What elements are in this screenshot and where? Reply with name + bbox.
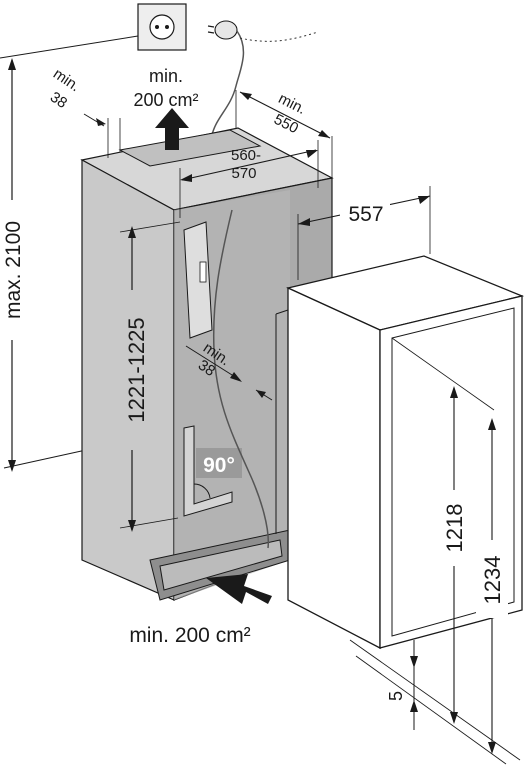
power-cable-inner xyxy=(212,209,270,549)
door-bracket xyxy=(183,221,213,339)
wall-socket-icon xyxy=(137,3,187,51)
angle-label: 90° xyxy=(203,454,235,477)
overall-height-label: 1234 xyxy=(480,556,505,605)
niche-width-label-top: 560- xyxy=(231,147,261,164)
decorative-dotted-line xyxy=(239,31,319,42)
top-gap-value-label: 38 xyxy=(47,89,70,112)
vent-bottom-label: min. 200 cm² xyxy=(129,624,250,647)
appliance-side xyxy=(287,286,381,650)
depth-label: 557 xyxy=(348,203,383,226)
door-height-dimension: 1218 xyxy=(391,337,495,724)
max-height-label: max. 2100 xyxy=(2,221,25,319)
depth-dimension: 557 xyxy=(297,186,431,280)
angle-badge xyxy=(196,448,242,478)
door-height-label: 1218 xyxy=(442,504,467,553)
top-vent-opening xyxy=(118,129,262,167)
top-gap-dimension: min. 38 xyxy=(47,65,121,158)
niche-height-label: 1221-1225 xyxy=(124,317,149,422)
plug-icon xyxy=(207,20,238,40)
inner-gap-value-label: 38 xyxy=(195,357,218,380)
power-cable-upper xyxy=(210,30,245,141)
niche-width-label-bottom: 570 xyxy=(231,165,256,182)
max-height-dimension: max. 2100 xyxy=(2,58,25,472)
overall-height-dimension: 1234 xyxy=(476,418,508,754)
bottom-gap-label: 5 xyxy=(386,691,406,701)
vent-top-min-label: min. xyxy=(149,66,183,86)
wall-reference-line-top xyxy=(0,35,139,59)
appliance-door-inner xyxy=(391,307,515,637)
niche-width-dimension: 560- 570 xyxy=(179,140,319,218)
airflow-in-arrow-icon xyxy=(206,574,272,604)
airflow-up-arrow-icon xyxy=(155,108,189,150)
niche-height-dimension: 1221-1225 xyxy=(119,221,181,532)
right-angle-bracket: 90° xyxy=(183,425,242,517)
vent-top-value-label: 200 cm² xyxy=(133,90,198,110)
bottom-vent-opening xyxy=(159,539,283,591)
floor-reference-line xyxy=(3,449,87,469)
bottom-gap-dimension: 5 xyxy=(349,639,521,765)
